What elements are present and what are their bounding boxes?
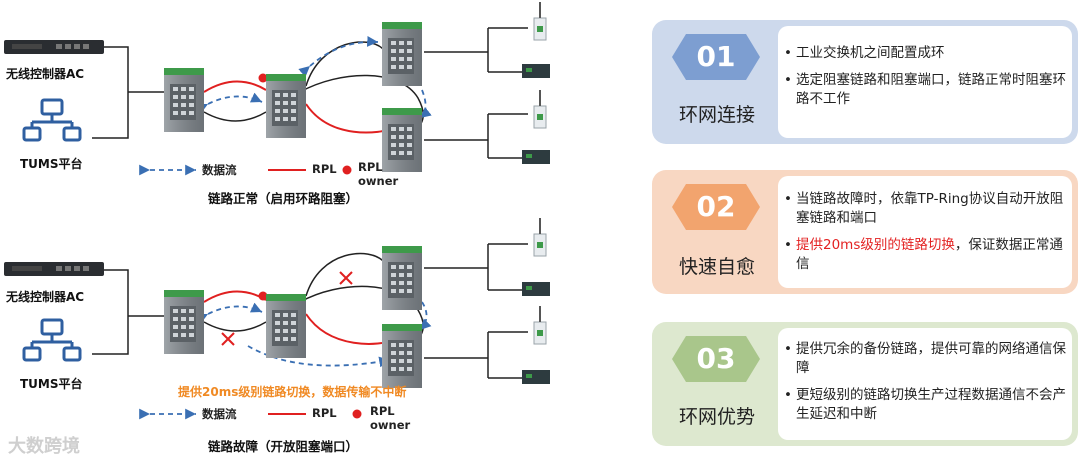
break-icon xyxy=(221,332,235,346)
tums-label: TUMS平台 xyxy=(20,157,83,171)
card-bullet: 工业交换机之间配置成环 xyxy=(784,44,1066,63)
ac-label: 无线控制器AC xyxy=(6,290,85,304)
access-point-icon xyxy=(533,217,547,257)
card-ring-connection: 01 环网连接 工业交换机之间配置成环 选定阻塞链路和阻塞端口，链路正常时阻塞环… xyxy=(652,20,1078,144)
break-icon xyxy=(339,271,353,285)
card-number: 03 xyxy=(696,342,736,375)
legend-owner-2: owner xyxy=(358,174,399,188)
legend-owner-2: owner xyxy=(370,418,411,432)
bottom-caption: 链路故障（开放阻塞端口） xyxy=(208,439,359,454)
switch-icon xyxy=(382,108,422,172)
card-bullet: 更短级别的链路切换生产过程数据通信不会产生延迟和中断 xyxy=(784,386,1066,424)
legend-owner-1: RPL xyxy=(370,404,395,418)
legend-rpl: RPL xyxy=(312,406,337,420)
card-bullet: 提供20ms级别的链路切换，保证数据正常通信 xyxy=(784,236,1066,274)
card-ring-advantage: 03 环网优势 提供冗余的备份链路，提供可靠的网络通信保障 更短级别的链路切换生… xyxy=(652,322,1078,446)
card-bullet: 当链路故障时，依靠TP-Ring协议自动开放阻塞链路和端口 xyxy=(784,190,1066,228)
watermark: 大数跨境 xyxy=(8,436,80,457)
card-title: 环网连接 xyxy=(678,104,755,126)
switch-icon xyxy=(266,74,306,138)
card-fast-self-healing: 02 快速自愈 当链路故障时，依靠TP-Ring协议自动开放阻塞链路和端口 提供… xyxy=(652,170,1078,294)
legend-flow: 数据流 xyxy=(202,407,237,421)
terminal-icon xyxy=(522,370,550,384)
access-point-icon xyxy=(533,305,547,345)
card-panel: 工业交换机之间配置成环 选定阻塞链路和阻塞端口，链路正常时阻塞环路不工作 xyxy=(778,26,1072,138)
switch-icon xyxy=(382,324,422,388)
switch-icon xyxy=(382,246,422,310)
terminal-icon xyxy=(522,64,550,78)
card-panel: 当链路故障时，依靠TP-Ring协议自动开放阻塞链路和端口 提供20ms级别的链… xyxy=(778,176,1072,288)
hexagon-icon xyxy=(672,184,760,230)
switch-icon xyxy=(382,22,422,86)
rpl-owner-dot-icon xyxy=(258,291,268,301)
controller-icon xyxy=(4,40,104,54)
server-icon xyxy=(22,98,82,142)
rpl-owner-dot-icon xyxy=(258,73,268,83)
controller-icon xyxy=(4,262,104,276)
card-bullet: 选定阻塞链路和阻塞端口，链路正常时阻塞环路不工作 xyxy=(784,71,1066,109)
highlight-text: 提供20ms级别的链路切换 xyxy=(796,237,955,253)
legend-owner-1: RPL xyxy=(358,160,383,174)
access-point-icon xyxy=(533,89,547,129)
server-icon xyxy=(22,318,82,362)
ring-network-diagram xyxy=(4,1,550,420)
legend-rpl: RPL xyxy=(312,162,337,176)
switch-icon xyxy=(164,290,204,354)
access-point-icon xyxy=(533,1,547,41)
legend-flow: 数据流 xyxy=(202,163,237,177)
card-panel: 提供冗余的备份链路，提供可靠的网络通信保障 更短级别的链路切换生产过程数据通信不… xyxy=(778,328,1072,440)
card-number: 01 xyxy=(696,40,736,73)
card-title: 快速自愈 xyxy=(678,256,755,278)
terminal-icon xyxy=(522,282,550,296)
tums-label: TUMS平台 xyxy=(20,377,83,391)
switch-icon xyxy=(266,294,306,358)
card-bullet: 提供冗余的备份链路，提供可靠的网络通信保障 xyxy=(784,340,1066,378)
bottom-diagram xyxy=(4,217,550,420)
terminal-icon xyxy=(522,150,550,164)
switch-icon xyxy=(164,68,204,132)
ac-label: 无线控制器AC xyxy=(6,67,85,81)
hexagon-icon xyxy=(672,336,760,382)
card-title: 环网优势 xyxy=(678,406,755,428)
top-diagram xyxy=(4,1,550,176)
bullet-rest: ，保证数据正常通信 xyxy=(796,237,1063,272)
top-caption: 链路正常（启用环路阻塞） xyxy=(208,191,359,206)
hexagon-icon xyxy=(672,34,760,80)
failover-note: 提供20ms级别链路切换，数据传输不中断 xyxy=(178,385,407,399)
card-number: 02 xyxy=(696,190,736,223)
rpl-link xyxy=(203,80,267,93)
